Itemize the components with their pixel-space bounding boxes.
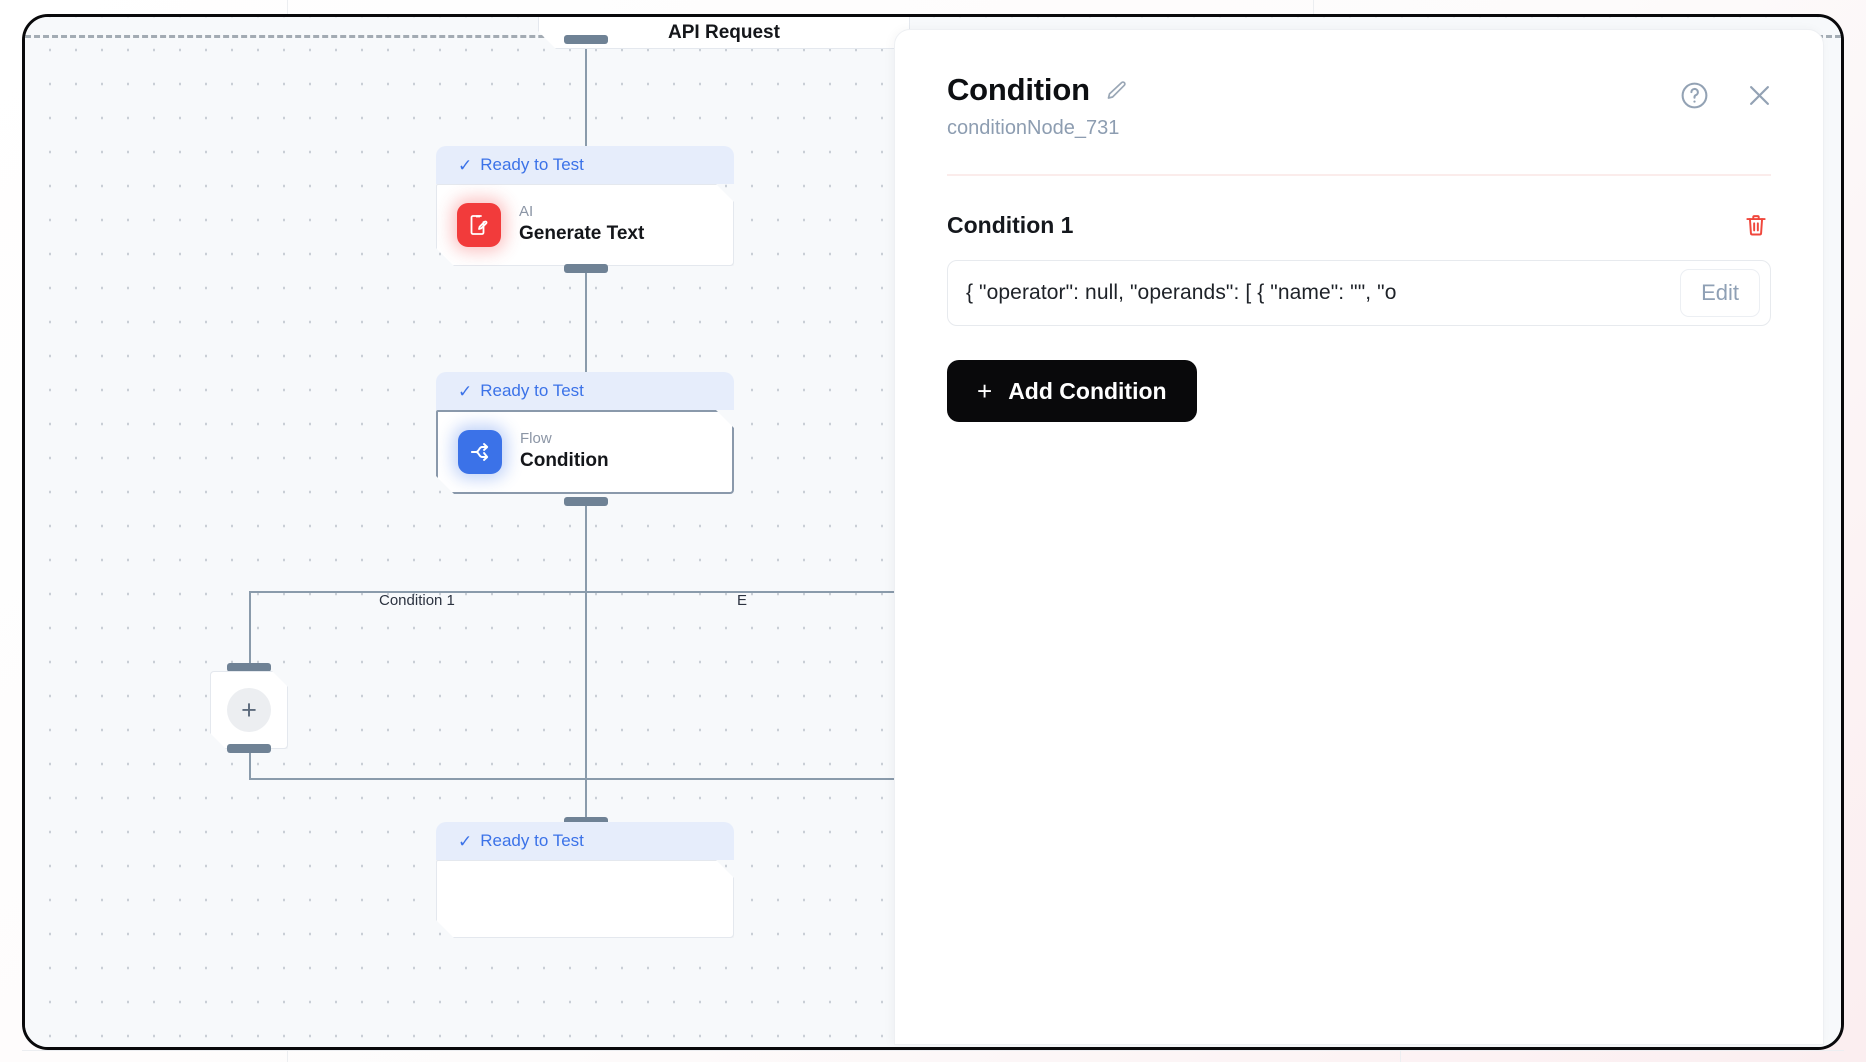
node-api-request[interactable]: API Request — [538, 14, 910, 49]
edit-pencil-icon[interactable] — [1104, 78, 1128, 102]
branch-wire-horizontal — [249, 591, 1009, 593]
node-title-label: Condition — [520, 450, 609, 472]
node-status-badge: ✓ Ready to Test — [436, 822, 734, 860]
node-status-badge: ✓ Ready to Test — [436, 146, 734, 184]
node-kind-label: Flow — [520, 429, 552, 447]
branch-label-else: E — [737, 592, 748, 609]
ai-document-edit-icon — [457, 203, 501, 247]
connector-port[interactable] — [564, 264, 608, 273]
branch-wire-left — [249, 591, 251, 676]
connector-port[interactable] — [227, 663, 271, 672]
node-title-label: Generate Text — [519, 223, 645, 245]
plus-icon[interactable]: + — [227, 688, 271, 732]
node-status-label: Ready to Test — [480, 381, 584, 400]
node-title: API Request — [668, 22, 780, 43]
check-icon: ✓ — [458, 381, 473, 401]
close-icon[interactable] — [1744, 80, 1775, 111]
backdrop-line — [1400, 1050, 1401, 1062]
node-bottom[interactable]: ✓ Ready to Test — [436, 822, 734, 938]
node-status-badge: ✓ Ready to Test — [436, 372, 734, 410]
edit-condition-button[interactable]: Edit — [1680, 269, 1760, 317]
editor-frame: API Request ✓ Ready to Test — [22, 14, 1844, 1050]
condition-expression-row[interactable]: { "operator": null, "operands": [ { "nam… — [947, 260, 1771, 326]
connector-port[interactable] — [227, 744, 271, 753]
node-text: Flow Condition — [520, 431, 609, 473]
branch-merge-wire — [249, 778, 1009, 780]
connector-wire — [585, 506, 587, 592]
node-status-label: Ready to Test — [480, 155, 584, 174]
panel-title-row: Condition — [947, 72, 1771, 108]
properties-panel: Condition conditionNode_731 — [894, 29, 1824, 1045]
check-icon: ✓ — [458, 155, 473, 175]
plus-icon: + — [977, 376, 993, 406]
condition-header-row: Condition 1 — [947, 210, 1771, 240]
connector-wire — [585, 270, 587, 388]
panel-header: Condition conditionNode_731 — [895, 30, 1823, 140]
branch-wire-center — [585, 591, 587, 786]
node-status-label: Ready to Test — [480, 831, 584, 850]
node-card[interactable]: AI Generate Text — [436, 184, 734, 266]
connector-wire — [249, 753, 251, 779]
check-icon: ✓ — [458, 831, 473, 851]
node-kind-label: AI — [519, 202, 534, 220]
condition-label: Condition 1 — [947, 211, 1074, 238]
add-node-button[interactable]: + — [210, 671, 288, 749]
help-icon[interactable] — [1679, 80, 1710, 111]
backdrop-line — [287, 1050, 288, 1062]
add-condition-label: Add Condition — [1008, 377, 1167, 404]
node-generate-text[interactable]: ✓ Ready to Test AI Generate Text — [436, 146, 734, 266]
backdrop-line — [22, 1050, 1844, 1051]
panel-header-actions — [1679, 80, 1775, 111]
panel-body: Condition 1 { "operator": null, "operand… — [895, 176, 1823, 422]
condition-expression-value[interactable]: { "operator": null, "operands": [ { "nam… — [966, 281, 1397, 304]
flow-branch-icon — [458, 430, 502, 474]
backdrop-line — [1313, 0, 1314, 14]
connector-wire — [585, 49, 587, 161]
connector-port[interactable] — [564, 35, 608, 44]
node-id-label: conditionNode_731 — [947, 117, 1120, 139]
connector-wire — [585, 778, 587, 822]
node-card[interactable]: Flow Condition — [436, 410, 734, 494]
backdrop-line — [287, 0, 288, 14]
connector-port[interactable] — [564, 497, 608, 506]
page-title: Condition — [947, 72, 1090, 107]
node-card[interactable] — [436, 860, 734, 938]
delete-condition-icon[interactable] — [1741, 210, 1771, 240]
node-text: AI Generate Text — [519, 204, 644, 246]
branch-label-condition-1: Condition 1 — [379, 592, 455, 609]
add-condition-button[interactable]: + Add Condition — [947, 360, 1197, 422]
panel-divider — [947, 174, 1771, 176]
connector-port[interactable] — [564, 817, 608, 826]
node-condition[interactable]: ✓ Ready to Test Flow Conditio — [436, 372, 734, 494]
